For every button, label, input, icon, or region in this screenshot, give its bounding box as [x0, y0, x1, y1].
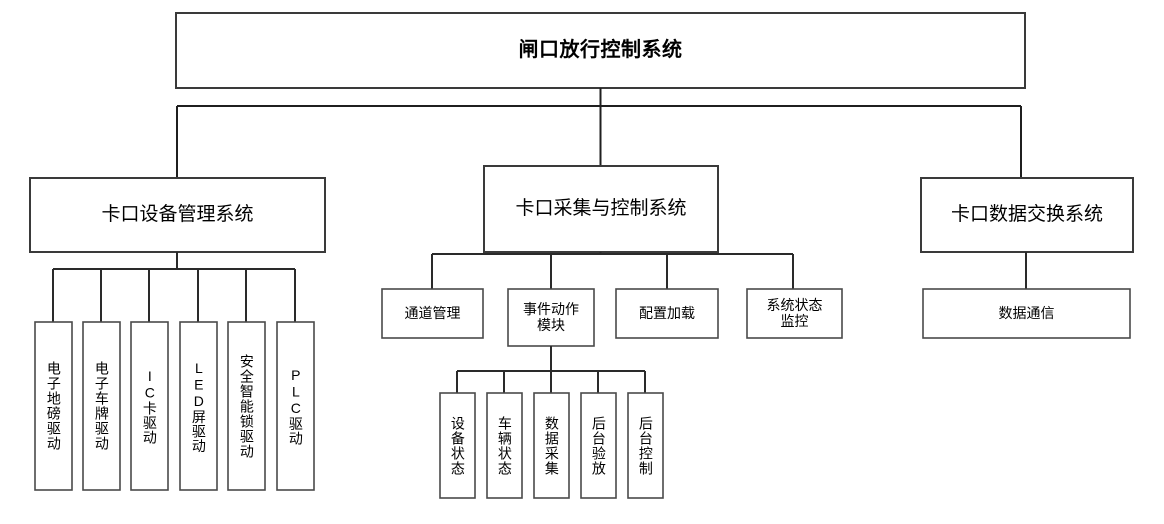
root-node-box[interactable]	[175, 12, 1026, 89]
leaf-node-box-plc-driver[interactable]	[276, 321, 315, 491]
leaf-node-box-ic-card-driver[interactable]	[130, 321, 169, 491]
node-box-data-communication[interactable]	[922, 288, 1131, 339]
leaf-node-box-weighbridge-driver[interactable]	[34, 321, 73, 491]
leaf-node-box-backend-verify-release[interactable]	[580, 392, 617, 499]
leaf-node-box-led-screen-driver[interactable]	[179, 321, 218, 491]
leaf-node-box-data-collection[interactable]	[533, 392, 570, 499]
node-box-config-loading[interactable]	[615, 288, 719, 339]
node-box-system-status-monitor[interactable]	[746, 288, 843, 339]
level2-node-box-collection-control[interactable]	[483, 165, 719, 253]
node-box-lane-management[interactable]	[381, 288, 484, 339]
level2-node-box-data-exchange[interactable]	[920, 177, 1134, 253]
leaf-node-box-backend-control[interactable]	[627, 392, 664, 499]
node-box-event-action-module[interactable]	[507, 288, 595, 347]
level2-node-box-device-management[interactable]	[29, 177, 326, 253]
leaf-node-box-smart-lock-driver[interactable]	[227, 321, 266, 491]
leaf-node-box-device-status[interactable]	[439, 392, 476, 499]
leaf-node-box-eplate-driver[interactable]	[82, 321, 121, 491]
leaf-node-box-vehicle-status[interactable]	[486, 392, 523, 499]
